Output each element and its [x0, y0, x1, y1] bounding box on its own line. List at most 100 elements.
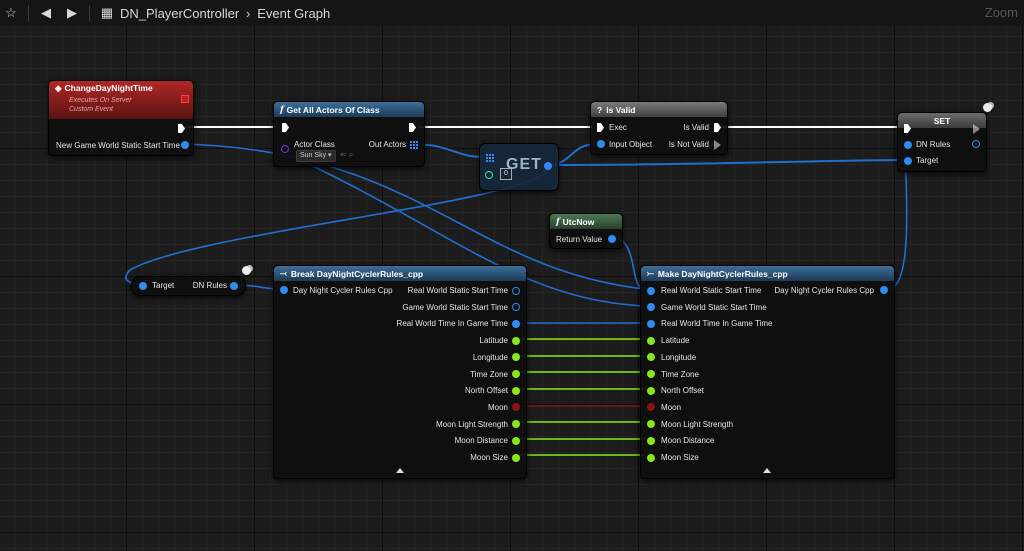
break-output-pin[interactable] — [512, 420, 520, 429]
node-utcnow[interactable]: f UtcNow Return Value — [549, 213, 623, 249]
class-in-pin[interactable] — [281, 145, 289, 153]
comment-bubble-icon[interactable] — [242, 266, 251, 275]
make-input-pin[interactable] — [647, 403, 655, 412]
breadcrumb-graph[interactable]: Event Graph — [257, 5, 331, 21]
node-header: ⤙ Break DayNightCyclerRules_cpp — [274, 266, 526, 281]
node-set-dn-rules[interactable]: SET DN Rules Target — [897, 112, 987, 172]
node-title: UtcNow — [562, 216, 595, 227]
struct-out-pin[interactable] — [181, 141, 189, 149]
exec-in-pin[interactable] — [597, 123, 604, 132]
make-input-pin[interactable] — [647, 336, 655, 345]
struct-out-pin[interactable] — [880, 286, 888, 294]
delegate-pin-icon[interactable] — [181, 95, 189, 103]
node-break-daynightcyclerrules[interactable]: ⤙ Break DayNightCyclerRules_cpp Day Nigh… — [273, 265, 527, 479]
event-node-change-day-night-time[interactable]: ◈ ChangeDayNightTime Executes On Server … — [48, 80, 194, 156]
node-header: f Get All Actors Of Class — [274, 102, 424, 117]
event-pin-label: New Game World Static Start Time — [56, 141, 180, 150]
break-output-pin[interactable] — [512, 403, 520, 412]
dn-rules-label: DN Rules — [916, 140, 951, 149]
break-output-pin[interactable] — [512, 353, 520, 362]
node-make-daynightcyclerrules[interactable]: ⤚ Make DayNightCyclerRules_cpp Day Night… — [640, 265, 895, 479]
node-get-dn-rules[interactable]: Target DN Rules — [131, 276, 246, 296]
breadcrumb-asset[interactable]: DN_PlayerController — [120, 5, 240, 21]
target-in-pin[interactable] — [139, 282, 147, 290]
is-not-valid-label: Is Not Valid — [668, 140, 709, 149]
node-get-all-actors-of-class[interactable]: f Get All Actors Of Class Actor Class Su… — [273, 101, 425, 167]
function-icon: f — [556, 216, 560, 227]
break-output-label: Moon Light Strength — [435, 419, 508, 429]
struct-out-pin[interactable] — [608, 235, 616, 243]
collapse-arrow-icon[interactable] — [763, 468, 771, 473]
break-output-pin[interactable] — [512, 386, 520, 395]
comment-bubble-icon[interactable] — [983, 103, 992, 112]
exec-in-pin[interactable] — [282, 123, 289, 132]
node-header: ? Is Valid — [591, 102, 727, 117]
question-icon: ? — [597, 104, 603, 115]
break-output-pin[interactable] — [512, 453, 520, 462]
make-input-pin[interactable] — [647, 370, 655, 378]
star-icon[interactable]: ☆ — [5, 5, 17, 20]
node-title: Make DayNightCyclerRules_cpp — [657, 268, 788, 279]
make-input-pin[interactable] — [647, 420, 655, 429]
struct-out-pin[interactable] — [972, 140, 980, 148]
is-valid-label: Is Valid — [683, 123, 709, 132]
browse-arrow-icon[interactable]: ⇐ ⌕ — [340, 150, 354, 159]
index-in-pin[interactable] — [485, 171, 493, 179]
break-output-label: Game World Static Start Time — [402, 302, 508, 312]
make-input-label: Moon Light Strength — [661, 419, 734, 429]
exec-out-pin[interactable] — [409, 123, 416, 132]
struct-out-pin[interactable] — [544, 162, 552, 170]
break-output-label: Moon — [487, 402, 508, 412]
event-node-header: ◈ ChangeDayNightTime — [49, 81, 193, 119]
node-array-get[interactable]: GET 0 — [479, 143, 559, 191]
exec-in-pin[interactable] — [904, 124, 911, 133]
make-input-label: Time Zone — [661, 369, 699, 379]
forward-arrow-icon[interactable]: ▶ — [67, 5, 77, 20]
make-input-pin[interactable] — [647, 453, 655, 462]
break-output-pin[interactable] — [512, 303, 520, 312]
exec-out-pin-not-valid[interactable] — [714, 140, 721, 150]
node-title: Is Valid — [606, 104, 636, 115]
break-output-label: Moon Distance — [454, 436, 508, 446]
struct-in-pin[interactable] — [280, 286, 288, 294]
node-header: f UtcNow — [550, 214, 622, 229]
node-is-valid[interactable]: ? Is Valid Exec Is Valid Input Object Is… — [590, 101, 728, 155]
make-input-pin[interactable] — [647, 286, 655, 295]
break-output-pin[interactable] — [512, 436, 520, 445]
break-output-label: Longitude — [472, 352, 508, 362]
back-arrow-icon[interactable]: ◀ — [41, 5, 51, 20]
break-output-pin[interactable] — [512, 336, 520, 345]
make-input-pin[interactable] — [647, 319, 655, 328]
break-output-label: North Offset — [465, 386, 508, 396]
break-output-pin[interactable] — [512, 370, 520, 378]
event-subtitle-replication: Executes On Server — [69, 97, 132, 104]
object-in-pin[interactable] — [597, 140, 605, 148]
break-output-pin[interactable] — [512, 319, 520, 328]
zoom-label: Zoom — [984, 5, 1018, 20]
dn-rules-label: DN Rules — [192, 281, 227, 290]
array-in-pin[interactable] — [486, 154, 494, 162]
target-in-pin[interactable] — [904, 157, 912, 165]
break-output-pin[interactable] — [512, 286, 520, 295]
make-input-label: Moon Size — [661, 453, 699, 462]
break-output-label: Latitude — [479, 336, 508, 346]
return-value-label: Return Value — [556, 235, 603, 244]
index-field[interactable]: 0 — [500, 168, 512, 180]
make-input-label: North Offset — [661, 386, 704, 396]
exec-out-pin[interactable] — [178, 124, 185, 133]
make-input-label: Moon — [661, 402, 682, 412]
array-out-pin[interactable] — [410, 141, 418, 149]
make-input-pin[interactable] — [647, 386, 655, 395]
exec-out-pin[interactable] — [973, 124, 980, 134]
actor-class-dropdown[interactable]: Sun Sky ▾ — [296, 150, 336, 162]
exec-out-pin-valid[interactable] — [714, 123, 721, 132]
collapse-arrow-icon[interactable] — [396, 468, 404, 473]
struct-in-pin[interactable] — [904, 141, 912, 149]
make-input-pin[interactable] — [647, 303, 655, 312]
make-input-pin[interactable] — [647, 353, 655, 362]
struct-out-pin[interactable] — [230, 282, 238, 290]
node-title: Break DayNightCyclerRules_cpp — [290, 268, 424, 279]
breadcrumb-chevron-icon: › — [246, 5, 251, 21]
make-input-pin[interactable] — [647, 436, 655, 445]
event-diamond-icon: ◈ — [55, 83, 62, 93]
